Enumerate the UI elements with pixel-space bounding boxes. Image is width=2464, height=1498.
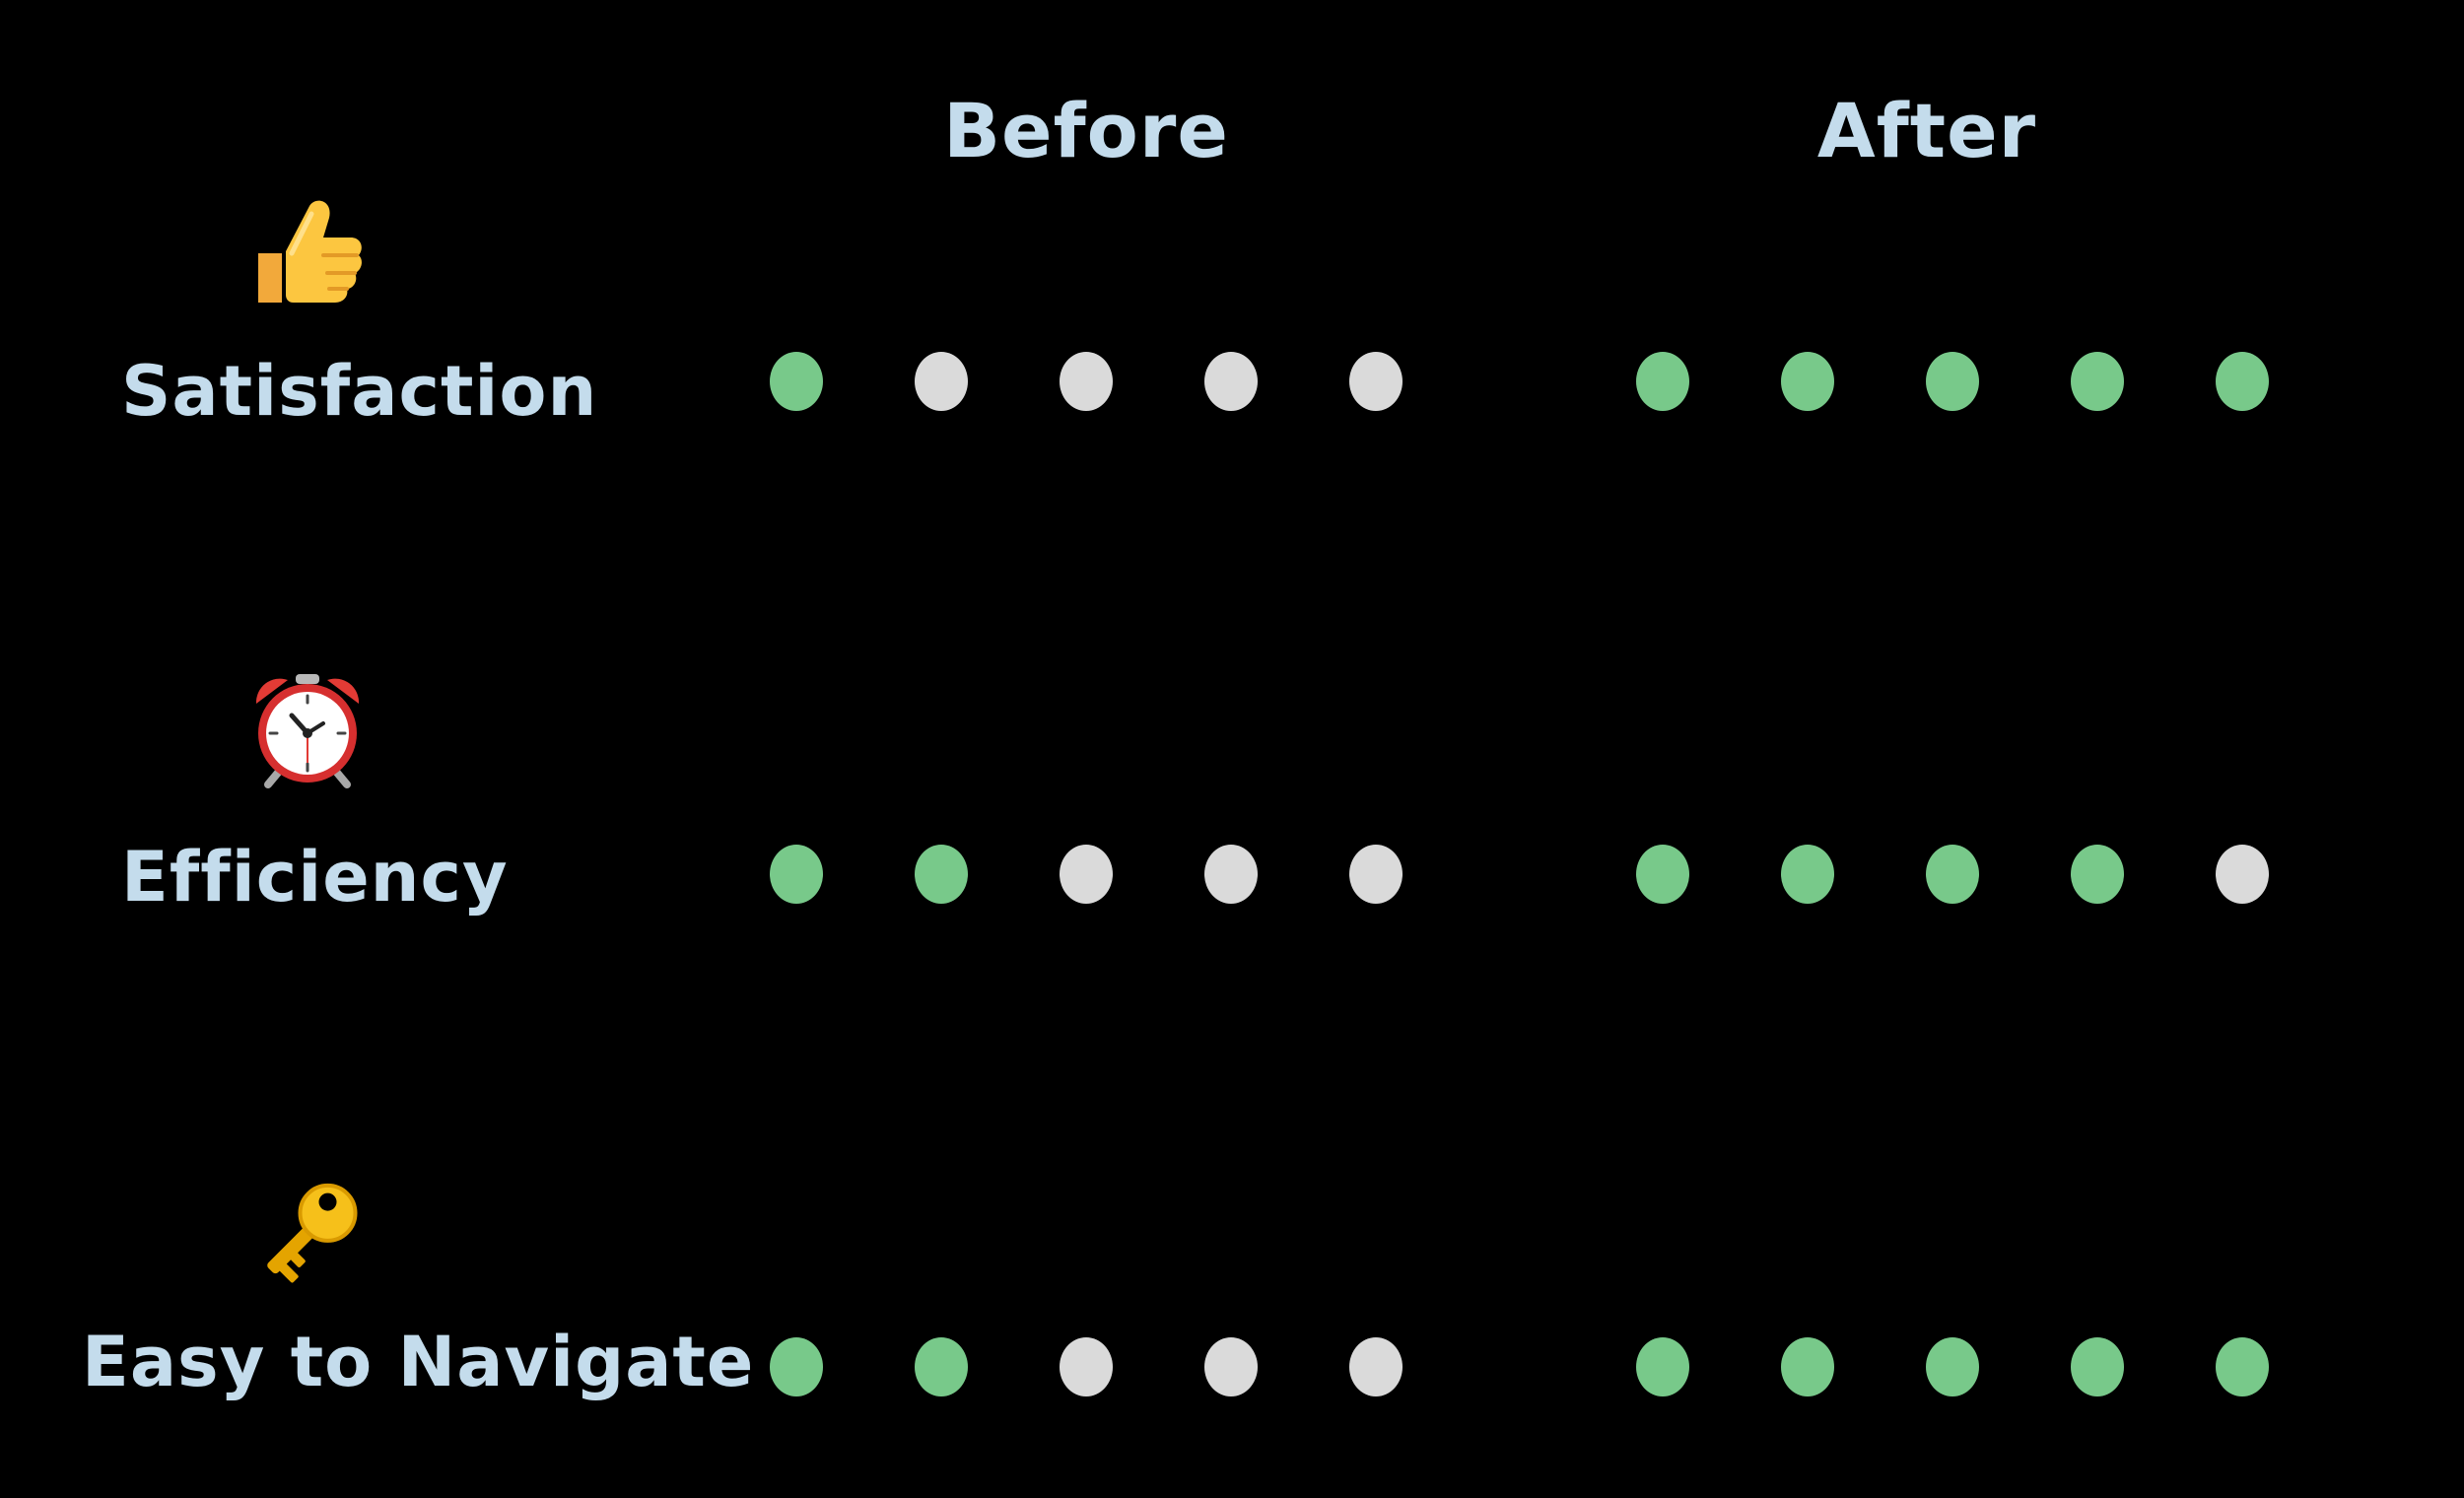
rating-dot-filled <box>770 845 823 904</box>
rating-dot-filled <box>2216 352 2269 411</box>
rating-dot-filled <box>915 1337 968 1396</box>
rating-dot-empty <box>1204 352 1258 411</box>
column-header-after: After <box>1816 87 2037 174</box>
rating-dot-empty <box>915 352 968 411</box>
rating-dot-filled <box>1926 1337 1979 1396</box>
rating-dot-empty <box>1349 1337 1403 1396</box>
rating-dot-empty <box>1060 845 1113 904</box>
metric-row-easy-to-navigate: Easy to Navigate <box>0 0 2464 1402</box>
rating-dot-filled <box>770 352 823 411</box>
thumbs-up-icon <box>248 192 367 310</box>
metric-label: Efficiency <box>121 837 509 918</box>
rating-dot-empty <box>1349 845 1403 904</box>
rating-dot-filled <box>1636 352 1689 411</box>
rating-dot-filled <box>1926 352 1979 411</box>
rating-dot-empty <box>1204 845 1258 904</box>
metric-label: Easy to Navigate <box>82 1322 755 1402</box>
metric-row-efficiency: Efficiency <box>0 0 2464 918</box>
rating-dot-empty <box>2216 845 2269 904</box>
alarm-clock-icon <box>248 670 367 788</box>
rating-dot-filled <box>2071 352 2124 411</box>
rating-dot-empty <box>1060 352 1113 411</box>
rating-dot-filled <box>2071 845 2124 904</box>
rating-dot-filled <box>2071 1337 2124 1396</box>
rating-dot-empty <box>1349 352 1403 411</box>
rating-dot-empty <box>1060 1337 1113 1396</box>
metric-label: Satisfaction <box>121 351 598 432</box>
rating-dot-filled <box>1781 1337 1834 1396</box>
rating-dot-filled <box>1781 845 1834 904</box>
metric-row-satisfaction: Satisfaction <box>0 0 2464 432</box>
rating-dot-empty <box>1204 1337 1258 1396</box>
rating-dot-filled <box>1636 1337 1689 1396</box>
rating-dot-filled <box>2216 1337 2269 1396</box>
rating-dot-filled <box>1926 845 1979 904</box>
rating-dot-filled <box>1636 845 1689 904</box>
rating-dot-filled <box>1781 352 1834 411</box>
key-icon <box>248 1173 367 1291</box>
rating-dot-filled <box>770 1337 823 1396</box>
rating-dot-filled <box>915 845 968 904</box>
column-header-before: Before <box>943 87 1229 174</box>
